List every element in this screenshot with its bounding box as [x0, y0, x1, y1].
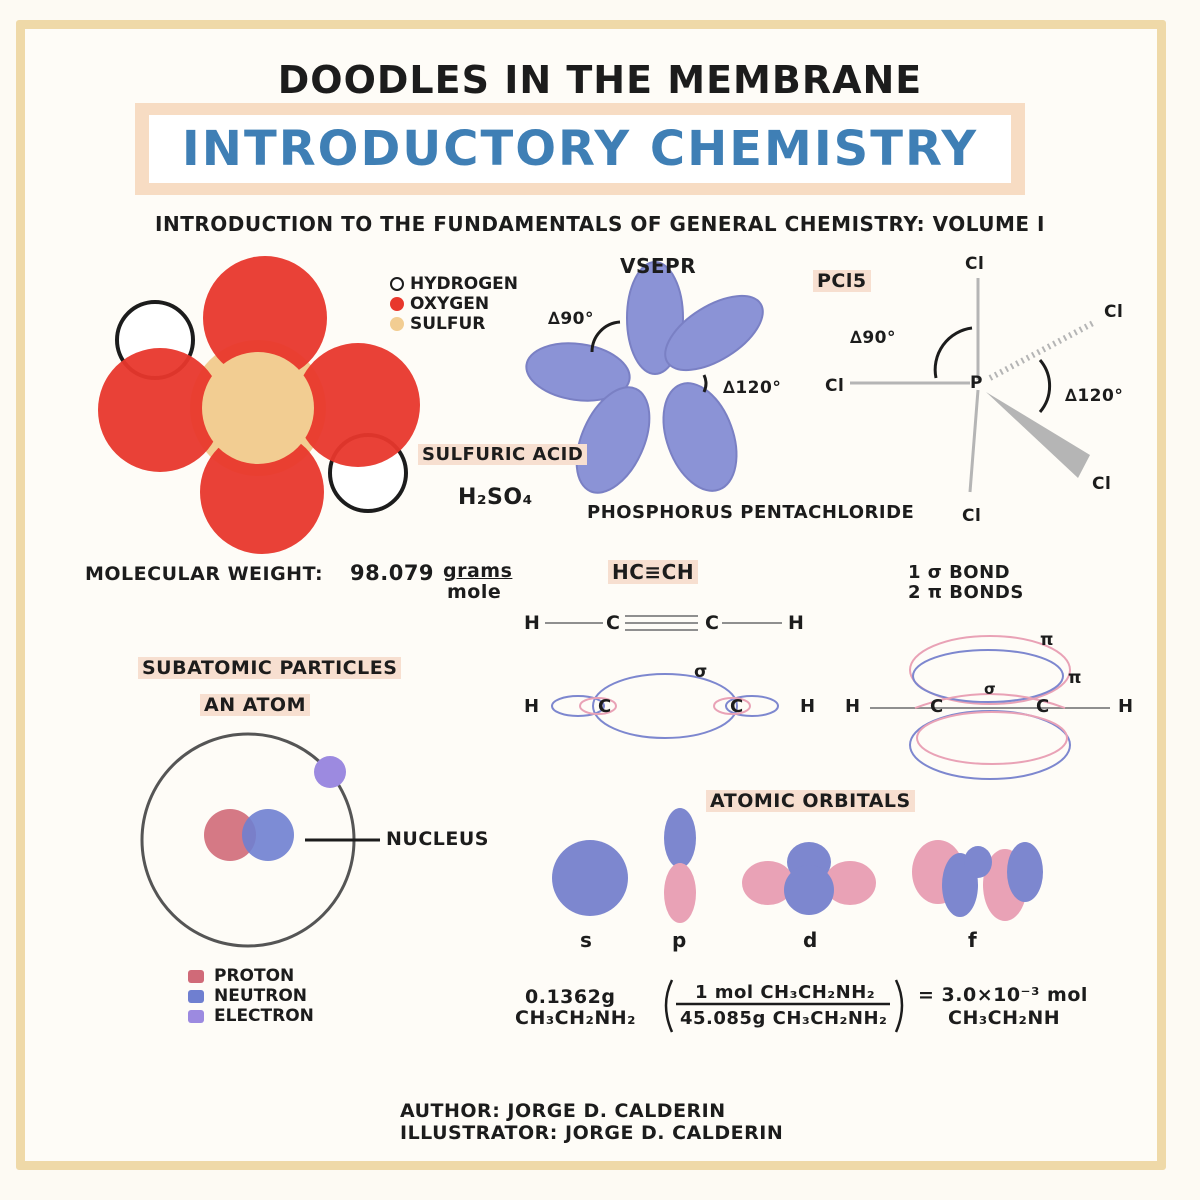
sigma-label: σ — [694, 662, 708, 682]
sulfuric-acid-formula: H₂SO₄ — [458, 485, 533, 510]
legend-label: NEUTRON — [214, 986, 308, 1006]
vsepr-label: VSEPR — [620, 254, 697, 278]
legend-swatch-oxygen — [390, 297, 404, 311]
vsepr-lobes — [525, 261, 764, 494]
equation-result-compound: CH₃CH₂NH — [948, 1007, 1061, 1029]
oxygen-atom — [203, 256, 327, 380]
hydrogen-label: H — [788, 612, 805, 634]
hydrogen-label: H — [524, 696, 540, 717]
legend-neutron: NEUTRON — [188, 986, 307, 1006]
molecular-weight-label: MOLECULAR WEIGHT: — [85, 563, 324, 585]
chlorine-atom-wedge: Cl — [1092, 474, 1112, 494]
pi-label: π — [1068, 668, 1082, 688]
legend-swatch-sulfur — [390, 317, 404, 331]
hydrogen-label: H — [845, 696, 861, 717]
sigma-label: σ — [984, 680, 997, 698]
orbital-label-s: s — [580, 928, 593, 952]
sigma-bond-orbitals — [551, 673, 779, 739]
phosphorus-pentachloride-label: PHOSPHORUS PENTACHLORIDE — [587, 502, 915, 523]
carbon-label: C — [705, 612, 720, 634]
equation-result: = 3.0×10⁻³ mol — [918, 984, 1088, 1006]
oxygen-atom — [296, 343, 420, 467]
carbon-label: C — [598, 696, 612, 717]
legend-label: ELECTRON — [214, 1006, 314, 1026]
chlorine-atom-bottom: Cl — [962, 506, 982, 526]
pcl5-angle-90: ∆90° — [850, 328, 897, 348]
chlorine-atom-back: Cl — [1104, 302, 1124, 322]
pcl5-angle-120: ∆120° — [1065, 386, 1124, 406]
vsepr-angle-90: ∆90° — [548, 309, 595, 329]
chlorine-atom-left: Cl — [825, 376, 845, 396]
electron — [314, 756, 346, 788]
pi-label: π — [1040, 630, 1054, 650]
page-subtitle: INTRODUCTION TO THE FUNDAMENTALS OF GENE… — [155, 212, 1045, 236]
legend-proton: PROTON — [188, 966, 294, 986]
orbital-label-p: p — [672, 928, 687, 952]
pcl5-structure — [850, 278, 1097, 493]
atom-title: AN ATOM — [200, 694, 310, 716]
hydrogen-label: H — [1118, 696, 1134, 717]
series-title: DOODLES IN THE MEMBRANE — [277, 58, 923, 102]
title-banner: INTRODUCTORY CHEMISTRY — [135, 103, 1025, 195]
pi-bond-count: 2 π BONDS — [908, 582, 1024, 603]
orbital-label-f: f — [968, 928, 978, 952]
pi-bond-orbitals — [870, 635, 1110, 780]
sulfuric-acid-label: SULFURIC ACID — [418, 444, 588, 465]
legend-swatch-proton — [188, 969, 204, 983]
sulfuric-acid-model — [98, 256, 420, 554]
pcl5-label: PCl5 — [813, 270, 871, 292]
atom-diagram — [140, 732, 380, 948]
legend-label: SULFUR — [410, 314, 486, 334]
carbon-label: C — [730, 696, 744, 717]
legend-label: OXYGEN — [410, 294, 490, 314]
acetylene-formula: HC≡CH — [608, 560, 699, 584]
orbital-label-d: d — [803, 928, 818, 952]
molecular-weight-unit-bottom: mole — [447, 581, 502, 603]
oxygen-atom — [200, 430, 324, 554]
acetylene-line-structure — [545, 615, 782, 631]
legend-electron: ELECTRON — [188, 1006, 314, 1026]
legend-label: PROTON — [214, 966, 295, 986]
hydrogen-label: H — [800, 696, 816, 717]
chlorine-atom-top: Cl — [965, 254, 985, 274]
molecular-weight-value: 98.079 — [350, 561, 435, 585]
sigma-bond-count: 1 σ BOND — [908, 562, 1011, 583]
orbital-s — [552, 840, 628, 916]
carbon-label: C — [606, 612, 621, 634]
carbon-label: C — [1036, 696, 1050, 717]
legend-sulfur: SULFUR — [390, 314, 485, 334]
molecular-weight-unit-top: grams — [443, 560, 513, 582]
nucleus-label: NUCLEUS — [386, 828, 489, 850]
legend-oxygen: OXYGEN — [390, 294, 489, 314]
page-title: INTRODUCTORY CHEMISTRY — [149, 115, 1011, 183]
atomic-orbitals-title: ATOMIC ORBITALS — [706, 790, 915, 812]
legend-hydrogen: HYDROGEN — [390, 274, 518, 294]
subatomic-section-title: SUBATOMIC PARTICLES — [138, 657, 402, 679]
hydrogen-label: H — [524, 612, 541, 634]
legend-label: HYDROGEN — [410, 274, 518, 294]
carbon-label: C — [930, 696, 944, 717]
proton — [204, 809, 256, 861]
orbital-f — [912, 840, 1043, 921]
equation-numerator: 1 mol CH₃CH₂NH₂ — [695, 982, 876, 1003]
legend-swatch-hydrogen — [390, 277, 404, 291]
vsepr-angle-120: ∆120° — [723, 378, 782, 398]
orbital-p — [664, 808, 696, 923]
oxygen-atom — [98, 348, 222, 472]
author-credit: AUTHOR: JORGE D. CALDERIN — [400, 1100, 726, 1122]
equation-denominator: 45.085g CH₃CH₂NH₂ — [680, 1008, 888, 1029]
equation-mass: 0.1362g — [525, 986, 616, 1008]
neutron — [242, 809, 294, 861]
legend-swatch-neutron — [188, 989, 204, 1003]
equation-compound: CH₃CH₂NH₂ — [515, 1007, 636, 1029]
page-frame — [16, 20, 1166, 1170]
legend-swatch-electron — [188, 1009, 204, 1023]
equation-marks — [664, 979, 904, 1033]
orbital-d — [742, 842, 876, 915]
pcl5-center-atom: P — [970, 373, 983, 393]
illustrator-credit: ILLUSTRATOR: JORGE D. CALDERIN — [400, 1122, 784, 1144]
